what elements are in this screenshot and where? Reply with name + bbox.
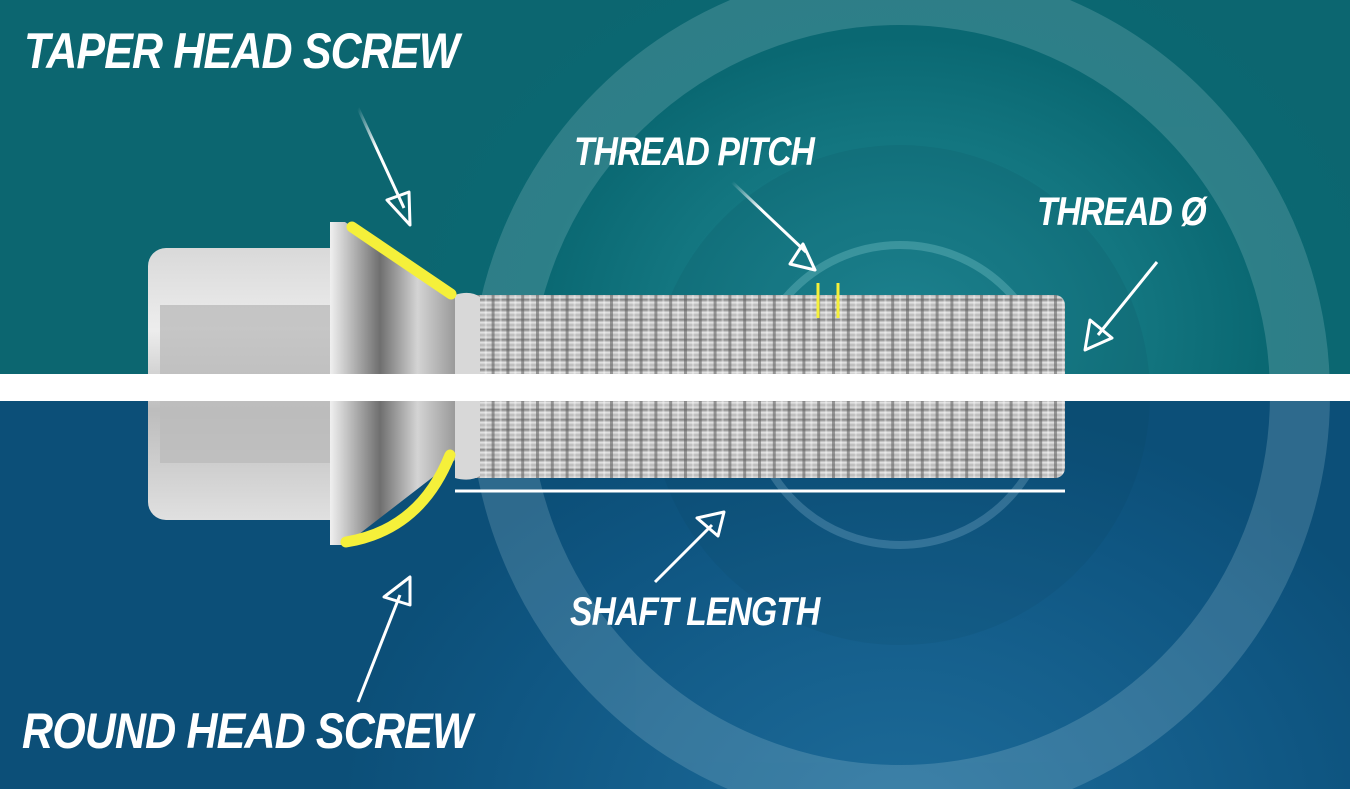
thread-diameter-label: THREAD Ø	[1037, 190, 1207, 234]
section-divider	[0, 374, 1350, 401]
pitch-markers-icon	[816, 283, 840, 318]
round-head-screw-label: ROUND HEAD SCREW	[22, 703, 473, 759]
arrow-icon	[356, 107, 1159, 703]
round-highlight-icon	[340, 449, 456, 548]
taper-head-screw-label: TAPER HEAD SCREW	[24, 23, 459, 79]
thread-pitch-label: THREAD PITCH	[574, 130, 815, 174]
shaft-length-label: SHAFT LENGTH	[570, 590, 820, 634]
taper-highlight-icon	[346, 221, 457, 300]
